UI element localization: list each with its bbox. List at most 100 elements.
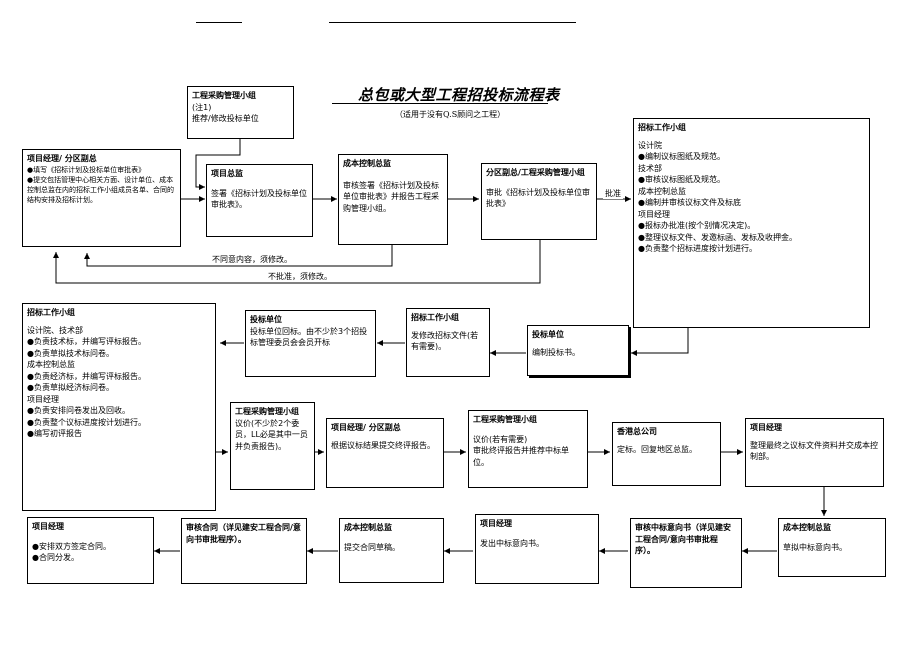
box-heading: 香港总公司 <box>617 427 657 436</box>
box-tender-group-evaluate: 招标工作小组 设计院、技术部 ●负责技术标，并编写评标报告。 ●负责草拟技术标问… <box>22 303 216 511</box>
box-line: 设计院、技术部 <box>27 325 83 335</box>
page-title: 总包或大型工程招投标流程表 <box>358 86 560 104</box>
box-spacer <box>344 534 439 542</box>
box-procurement-negotiate: 工程采购管理小组 议价(不少於2个委员，LL必是其中一员并负责报告)。 <box>230 402 315 490</box>
header-rule-right <box>329 22 576 23</box>
box-heading: 项目经理/ 分区副总 <box>331 423 401 432</box>
box-line: 推荐/修改投标单位 <box>192 114 259 123</box>
box-line: ●负责草拟经济标问卷。 <box>27 383 114 392</box>
box-line: 提交合同草稿。 <box>344 542 400 552</box>
box-review-loi: 审核中标意向书（详见建安工程合同/意向书审批程序）。 <box>630 518 742 588</box>
box-tender-group-prepare: 招标工作小组 设计院 ●编制议标图纸及规范。 技术部 ●审核议标图纸及规范。 成… <box>633 118 870 328</box>
box-spacer <box>480 530 594 538</box>
box-pm-issue-loi: 项目经理 发出中标意向书。 <box>475 514 599 584</box>
box-line: 审批《招标计划及投标单位审批表》 <box>486 187 590 209</box>
box-line: ●编制议标图纸及规范。 <box>638 152 725 161</box>
box-line: 项目经理 <box>638 209 670 219</box>
box-heading: 工程采购管理小组 <box>235 407 299 416</box>
label-not-approved: 不批准，须修改。 <box>266 271 334 282</box>
box-heading: 成本控制总监 <box>783 523 831 532</box>
box-pm-fill-form: 项目经理/ 分区副总 ●填写《招标计划及投标单位审批表》 ●提交包括管理中心相关… <box>22 149 181 247</box>
box-heading: 分区副总/工程采购管理小组 <box>486 168 585 177</box>
box-line: ●负责安排问卷发出及回收。 <box>27 406 130 415</box>
box-line: ●审核议标图纸及规范。 <box>638 175 725 184</box>
box-line: 技术部 <box>638 163 662 173</box>
box-cost-director-draft-loi: 成本控制总监 草拟中标意向书。 <box>778 518 886 577</box>
box-line: ●整理议标文件、发邀标函、发标及收押金。 <box>638 232 797 242</box>
box-line: ●负责整个议标进度按计划进行。 <box>27 417 146 427</box>
box-procurement-recommend-winner: 工程采购管理小组 议价(若有需要) 审批终评报告并推荐中标单位。 <box>468 410 588 488</box>
box-heading: 项目经理 <box>480 519 512 528</box>
box-hk-head-office: 香港总公司 定标。回复地区总监。 <box>612 422 721 486</box>
connector-b6-b10 <box>631 328 689 356</box>
box-review-contract: 审核合同（详见建安工程合同/意向书审批程序）。 <box>181 518 307 584</box>
box-line: 成本控制总监 <box>638 186 686 196</box>
label-disagree: 不同意内容，须修改。 <box>210 254 294 265</box>
box-line: ●填写《招标计划及投标单位审批表》 <box>27 165 146 174</box>
box-line: ●报标办批准(按个别情况决定)。 <box>638 221 756 230</box>
box-spacer <box>211 180 308 188</box>
box-spacer <box>486 179 592 187</box>
box-line: 议价(不少於2个委员，LL必是其中一员并负责报告)。 <box>235 418 308 451</box>
box-line: ●负责技术标，并编写评标报告。 <box>27 337 146 346</box>
box-line: ●安排双方签定合同。 <box>32 541 111 551</box>
box-heading: 成本控制总监 <box>344 523 392 532</box>
box-line: 整理最终之议标文件资料并交成本控制部。 <box>750 440 878 462</box>
box-line: ●负责整个招标进度按计划进行。 <box>638 244 757 253</box>
box-heading: 工程采购管理小组 <box>473 415 537 424</box>
box-cost-director-review: 成本控制总监 审核签署《招标计划及投标单位审批表》并报告工程采购管理小组。 <box>338 154 448 245</box>
box-line: 设计院 <box>638 140 662 150</box>
box-line: 成本控制总监 <box>27 360 75 369</box>
box-line: ●编制并审核议标文件及标底 <box>638 198 741 207</box>
label-approve: 批准 <box>603 188 623 199</box>
box-heading: 审核中标意向书（详见建安工程合同/意向书审批程序）。 <box>635 523 731 555</box>
box-procurement-recommend: 工程采购管理小组 (注1) 推荐/修改投标单位 <box>187 86 294 139</box>
box-line: ●提交包括管理中心相关方面、设计单位、成本控制总监在内的招标工作小组成员名单、合… <box>27 175 174 204</box>
box-spacer <box>473 426 583 434</box>
box-heading: 成本控制总监 <box>343 159 391 168</box>
box-line: 审批终评报告并推荐中标单位。 <box>473 446 569 467</box>
box-pm-sign-contract: 项目经理 ●安排双方签定合同。 ●合同分发。 <box>27 517 154 584</box>
box-pm-organize-docs: 项目经理 整理最终之议标文件资料并交成本控制部。 <box>745 418 884 487</box>
box-bidder-return: 投标单位 投标单位回标。由不少於3个招投标管理委员会会员开标 <box>245 310 376 377</box>
box-spacer <box>32 533 149 541</box>
connector-not-approved <box>53 240 541 284</box>
box-pm-final-report: 项目经理/ 分区副总 根据议标结果提交终评报告。 <box>326 418 444 488</box>
box-heading: 审核合同（详见建安工程合同/意向书审批程序）。 <box>186 523 301 544</box>
box-heading: 投标单位 <box>250 315 282 324</box>
box-heading: 工程采购管理小组 <box>192 91 256 100</box>
box-line: 发出中标意向书。 <box>480 538 544 548</box>
box-heading: 招标工作小组 <box>27 308 75 317</box>
box-line: (注1) <box>192 102 212 112</box>
box-line: 编制投标书。 <box>532 347 580 357</box>
box-line: 草拟中标意向书。 <box>783 542 847 552</box>
box-heading: 招标工作小组 <box>411 313 459 322</box>
header-rule-left <box>196 22 242 23</box>
box-project-director-sign: 项目总监 签署《招标计划及投标单位审批表》。 <box>206 164 313 237</box>
box-line: 发修改招标文件(若有需要)。 <box>411 330 479 352</box>
box-heading: 项目总监 <box>211 169 243 178</box>
box-heading: 项目经理/ 分区副总 <box>27 154 97 163</box>
box-spacer <box>343 170 443 180</box>
box-line: 根据议标结果提交终评报告。 <box>331 440 435 450</box>
title-underline <box>332 103 548 104</box>
box-line: 签署《招标计划及投标单位审批表》。 <box>211 188 307 210</box>
box-district-approve: 分区副总/工程采购管理小组 审批《招标计划及投标单位审批表》 <box>481 163 597 240</box>
box-line: ●负责草拟技术标问卷。 <box>27 348 114 358</box>
box-line: 投标单位回标。由不少於3个招投标管理委员会会员开标 <box>250 326 368 348</box>
connector-disagree <box>84 245 393 267</box>
page-subtitle: （适用于没有Q.S顾问之工程） <box>395 110 506 119</box>
box-line: 定标。回复地区总监。 <box>617 444 697 454</box>
box-cost-director-contract-draft: 成本控制总监 提交合同草稿。 <box>339 518 444 583</box>
box-bidder-prepare: 投标单位 编制投标书。 <box>527 325 629 376</box>
box-line: 审核签署《招标计划及投标单位审批表》并报告工程采购管理小组。 <box>343 180 439 213</box>
box-line: ●负责经济标，并编写评标报告。 <box>27 371 146 381</box>
box-heading: 投标单位 <box>532 330 564 339</box>
box-line: 议价(若有需要) <box>473 434 528 444</box>
box-heading: 招标工作小组 <box>638 123 686 132</box>
box-spacer <box>783 534 881 542</box>
connector-b1-b3 <box>195 139 241 190</box>
box-heading: 项目经理 <box>750 423 782 432</box>
box-heading: 项目经理 <box>32 522 64 531</box>
